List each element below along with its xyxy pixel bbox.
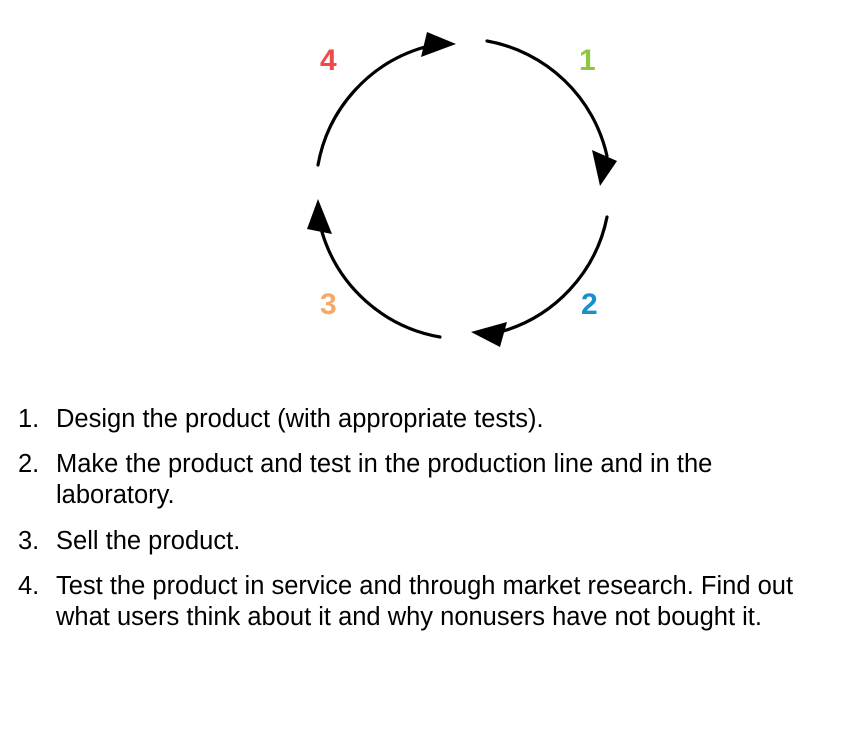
- cycle-diagram: 1 2 3 4: [307, 32, 617, 347]
- arrowhead-top: [421, 32, 456, 57]
- list-item: 3. Sell the product.: [18, 526, 838, 557]
- cycle-node-label-2: 2: [581, 288, 598, 321]
- list-item-marker: 2.: [18, 450, 40, 479]
- cycle-node-label-1: 1: [579, 44, 596, 77]
- arrowhead-left: [307, 199, 332, 234]
- list-item-text: Test the product in service and through …: [56, 571, 794, 632]
- cycle-arc-3: [307, 199, 442, 339]
- arrowhead-bottom: [471, 322, 507, 347]
- list-item-marker: 3.: [18, 526, 40, 555]
- list-item-marker: 1.: [18, 405, 40, 433]
- list-item: 2. Make the product and test in the prod…: [18, 449, 838, 511]
- list-item: 4. Test the product in service and throu…: [18, 571, 838, 633]
- list-item-marker: 4.: [18, 571, 40, 600]
- cycle-arc-1: [485, 39, 617, 186]
- cycle-node-label-3: 3: [320, 288, 337, 321]
- cycle-arrows-graphic: [307, 32, 617, 347]
- list-item: 1. Design the product (with appropriate …: [18, 404, 838, 435]
- steps-list: 1. Design the product (with appropriate …: [18, 404, 838, 633]
- cycle-arc-4: [316, 32, 456, 167]
- arrowhead-right: [592, 150, 617, 186]
- list-item-text: Design the product (with appropriate tes…: [56, 405, 544, 433]
- cycle-arc-2: [471, 215, 609, 347]
- cycle-node-label-4: 4: [320, 44, 337, 77]
- list-item-text: Sell the product.: [56, 526, 241, 555]
- list-item-text: Make the product and test in the product…: [56, 450, 713, 510]
